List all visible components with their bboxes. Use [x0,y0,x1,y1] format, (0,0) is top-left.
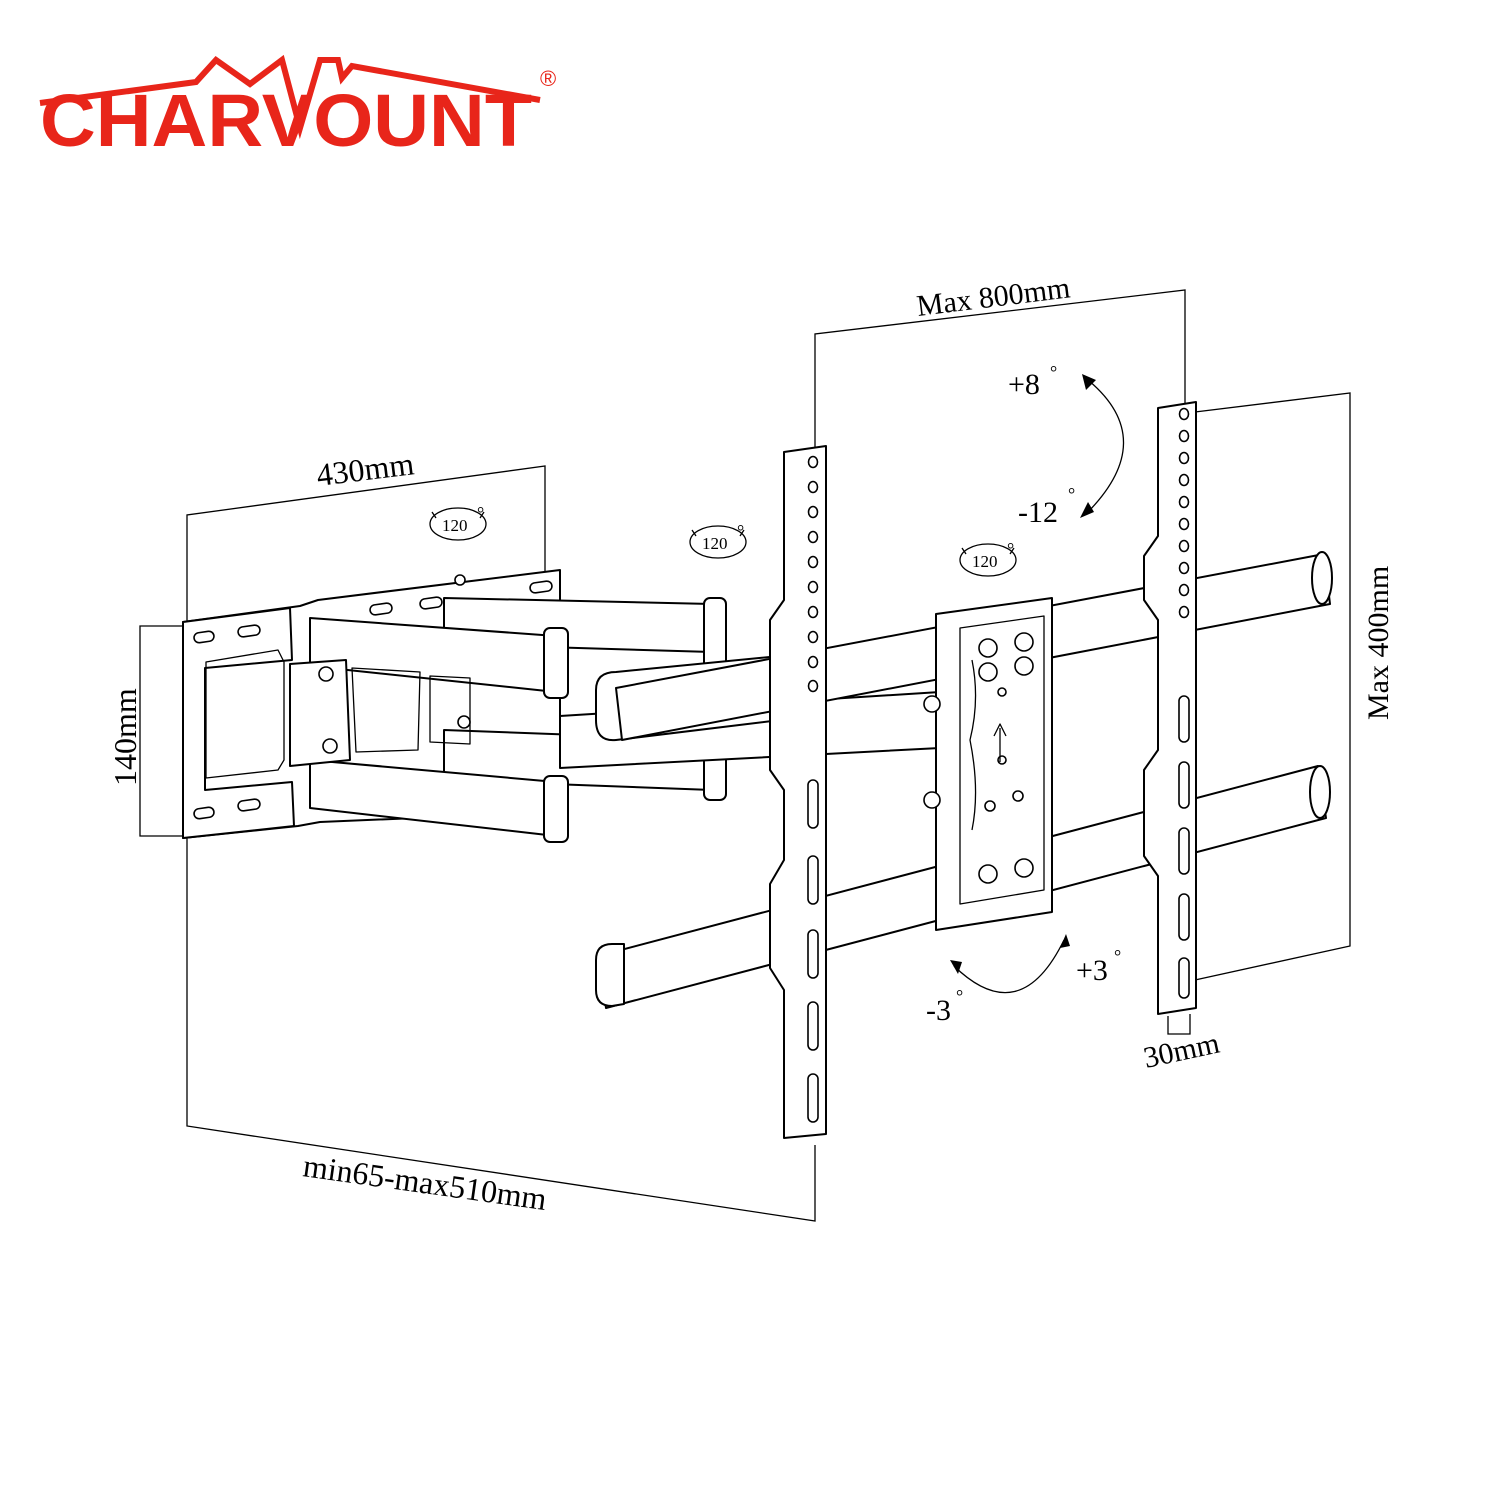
swivel-badge-wall: 120 ° [429,503,487,541]
rotate-arrow-icon [961,547,1015,555]
svg-text:120: 120 [442,516,468,535]
svg-text:°: ° [477,503,484,523]
vertical-bracket-right [1143,401,1197,1015]
svg-text:120: 120 [972,552,998,571]
arrow-up-icon [993,723,1007,762]
tilt-arrow-icon [1080,374,1125,518]
registered-mark: ® [540,66,556,91]
svg-text:120: 120 [702,534,728,553]
swivel-badge-plate: 120 ° [959,539,1017,577]
svg-text:°: ° [956,986,963,1006]
center-tilt-plate [923,597,1053,931]
logo-roof-icon [39,54,541,140]
bracket-holes [1178,407,1190,999]
svg-text:°: ° [737,521,744,541]
bracket-holes [807,455,819,1123]
svg-text:°: ° [1007,539,1014,559]
level-minus-label: -3 [926,994,951,1027]
brand-logo: CHARVOUNT ® [39,54,556,162]
wall-plate-height-label: 140mm [107,688,143,786]
profile-depth-label: 30mm [1141,1027,1223,1075]
svg-text:°: ° [1068,484,1075,504]
tilt-down-label: -12 [1018,496,1058,529]
vesa-width-label: Max 800mm [915,271,1072,323]
level-adjust-arrow-icon [950,934,1070,994]
dimension-lines [139,289,1351,1222]
level-plus-label: +3 [1076,954,1108,987]
svg-text:°: ° [1050,362,1057,382]
svg-text:°: ° [1114,946,1121,966]
rotate-arrow-icon [691,529,745,537]
rotate-arrow-icon [431,511,485,519]
vertical-bracket-left [769,445,827,1139]
swivel-badge-arm: 120 ° [689,521,747,559]
brand-name: CHARVOUNT [40,79,532,162]
extension-label: min65-max510mm [301,1147,549,1217]
tilt-up-label: +8 [1008,368,1040,401]
vesa-height-label: Max 400mm [1362,566,1395,720]
